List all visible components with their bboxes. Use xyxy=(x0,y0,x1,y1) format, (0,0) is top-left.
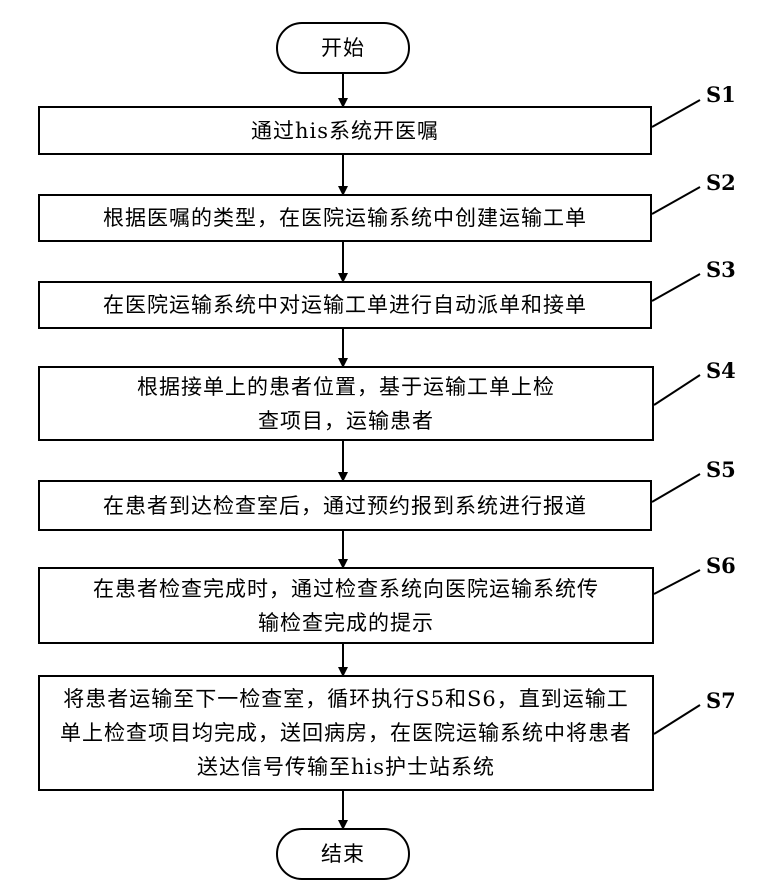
step-s6-box: 在患者检查完成时，通过检查系统向医院运输系统传输检查完成的提示 xyxy=(38,567,654,644)
step-s1-text: 通过his系统开医嘱 xyxy=(251,114,439,148)
step-s7-text: 将患者运输至下一检查室，循环执行S5和S6，直到运输工单上检查项目均完成，送回病… xyxy=(56,682,636,784)
leader-s2 xyxy=(652,187,700,214)
start-label: 开始 xyxy=(321,31,365,65)
leader-s4 xyxy=(654,375,700,405)
leader-s6 xyxy=(654,570,700,594)
step-s4-box: 根据接单上的患者位置，基于运输工单上检查项目，运输患者 xyxy=(38,366,654,441)
leader-s3 xyxy=(652,274,700,301)
step-s3-label: S3 xyxy=(706,257,736,282)
end-label: 结束 xyxy=(321,837,365,871)
step-s5-box: 在患者到达检查室后，通过预约报到系统进行报道 xyxy=(38,480,652,531)
step-s3-box: 在医院运输系统中对运输工单进行自动派单和接单 xyxy=(38,281,652,329)
step-s2-text: 根据医嘱的类型，在医院运输系统中创建运输工单 xyxy=(103,201,587,235)
leader-s1 xyxy=(652,100,700,127)
step-s1-box: 通过his系统开医嘱 xyxy=(38,106,652,155)
step-s3-text: 在医院运输系统中对运输工单进行自动派单和接单 xyxy=(103,288,587,322)
step-s5-text: 在患者到达检查室后，通过预约报到系统进行报道 xyxy=(103,489,587,523)
step-s4-label: S4 xyxy=(706,358,736,383)
leader-s7 xyxy=(654,705,700,734)
step-s2-box: 根据医嘱的类型，在医院运输系统中创建运输工单 xyxy=(38,194,652,242)
step-s2-label: S2 xyxy=(706,170,736,195)
end-node: 结束 xyxy=(276,828,410,880)
step-s7-box: 将患者运输至下一检查室，循环执行S5和S6，直到运输工单上检查项目均完成，送回病… xyxy=(38,675,654,791)
step-s5-label: S5 xyxy=(706,457,736,482)
step-s1-label: S1 xyxy=(706,82,736,107)
step-s4-text: 根据接单上的患者位置，基于运输工单上检查项目，运输患者 xyxy=(130,370,562,438)
step-s7-label: S7 xyxy=(706,688,736,713)
start-node: 开始 xyxy=(276,22,410,74)
leader-s5 xyxy=(652,474,700,502)
step-s6-text: 在患者检查完成时，通过检查系统向医院运输系统传输检查完成的提示 xyxy=(90,572,602,640)
step-s6-label: S6 xyxy=(706,553,736,578)
